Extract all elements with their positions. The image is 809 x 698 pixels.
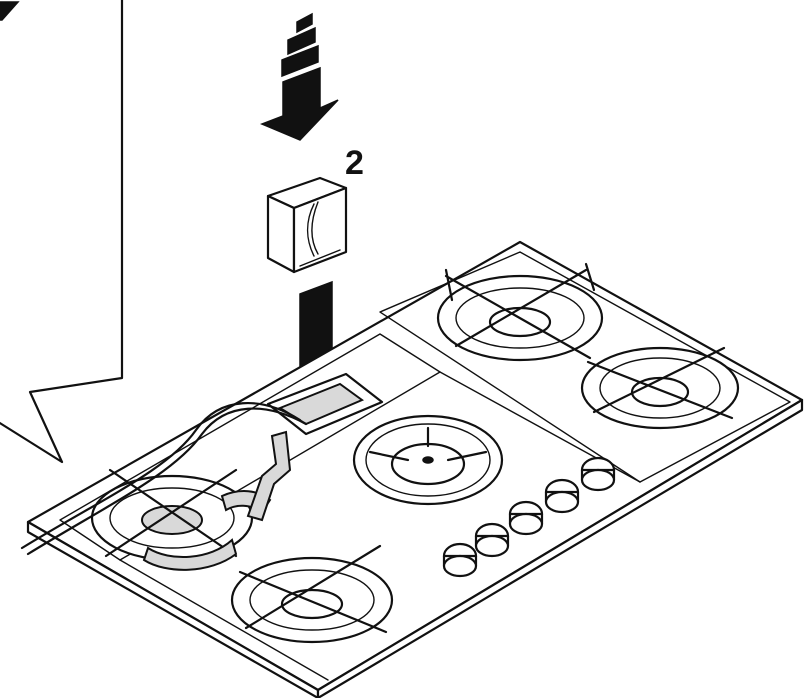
arrow-down-icon xyxy=(259,12,339,141)
step-number: 2 xyxy=(345,144,364,182)
component-box xyxy=(266,176,348,274)
control-knob-icon xyxy=(580,456,616,492)
control-knob-icon xyxy=(442,542,478,578)
callout-arrow-fragment xyxy=(0,1,20,21)
callout-bubble xyxy=(0,0,124,464)
control-knob-icon xyxy=(474,522,510,558)
burner-icon xyxy=(352,414,504,506)
burner-icon xyxy=(580,346,740,430)
electrical-cable xyxy=(20,402,308,556)
burner-icon xyxy=(436,262,604,362)
burner-icon xyxy=(90,468,272,571)
control-knob-icon xyxy=(508,500,544,536)
control-knob-icon xyxy=(544,478,580,514)
burner-icon xyxy=(230,544,394,644)
